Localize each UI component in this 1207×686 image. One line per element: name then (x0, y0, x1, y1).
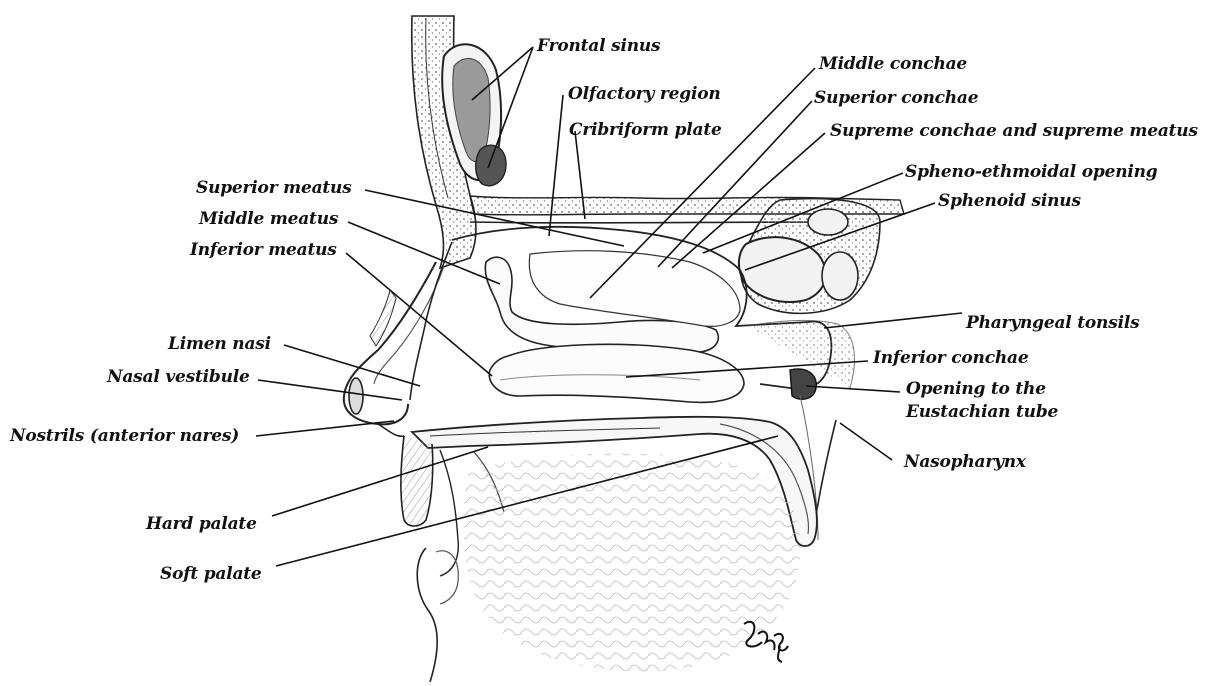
middle-concha (485, 251, 740, 354)
leader-pharyngeal-tonsils (824, 313, 962, 328)
label-inferior-meatus: Inferior meatus (190, 240, 337, 260)
label-nostrils: Nostrils (anterior nares) (10, 426, 239, 446)
sphenoid-region (739, 199, 880, 314)
label-inferior-conchae: Inferior conchae (873, 348, 1028, 368)
artist-signature (736, 612, 794, 664)
label-nasal-vestibule: Nasal vestibule (107, 367, 250, 387)
label-pharyngeal-tonsils: Pharyngeal tonsils (966, 313, 1139, 333)
label-supreme-conchae: Supreme conchae and supreme meatus (830, 121, 1198, 141)
label-eustachian-line-1: Opening to the (906, 378, 1058, 401)
leader-eustachian-opening (806, 386, 900, 392)
leader-nasopharynx (840, 423, 892, 460)
leader-hard-palate (272, 447, 488, 516)
label-olfactory-region: Olfactory region (568, 84, 721, 104)
leader-nostrils (256, 421, 394, 436)
nose-profile (344, 262, 444, 436)
label-eustachian-opening: Opening to the Eustachian tube (906, 378, 1058, 424)
label-middle-conchae: Middle conchae (819, 54, 967, 74)
label-frontal-sinus: Frontal sinus (537, 36, 660, 56)
label-superior-conchae: Superior conchae (814, 88, 978, 108)
label-eustachian-line-2: Eustachian tube (906, 401, 1058, 424)
label-sphenoid-sinus: Sphenoid sinus (938, 191, 1081, 211)
label-nasopharynx: Nasopharynx (904, 452, 1026, 472)
label-limen-nasi: Limen nasi (168, 334, 271, 354)
label-soft-palate: Soft palate (160, 564, 262, 584)
leader-nasal-vestibule (258, 380, 402, 400)
label-hard-palate: Hard palate (146, 514, 257, 534)
label-spheno-ethmoidal-opening: Spheno-ethmoidal opening (905, 162, 1158, 182)
inferior-concha (489, 344, 744, 402)
label-cribriform-plate: Cribriform plate (569, 120, 722, 140)
label-middle-meatus: Middle meatus (199, 209, 338, 229)
label-superior-meatus: Superior meatus (196, 178, 352, 198)
